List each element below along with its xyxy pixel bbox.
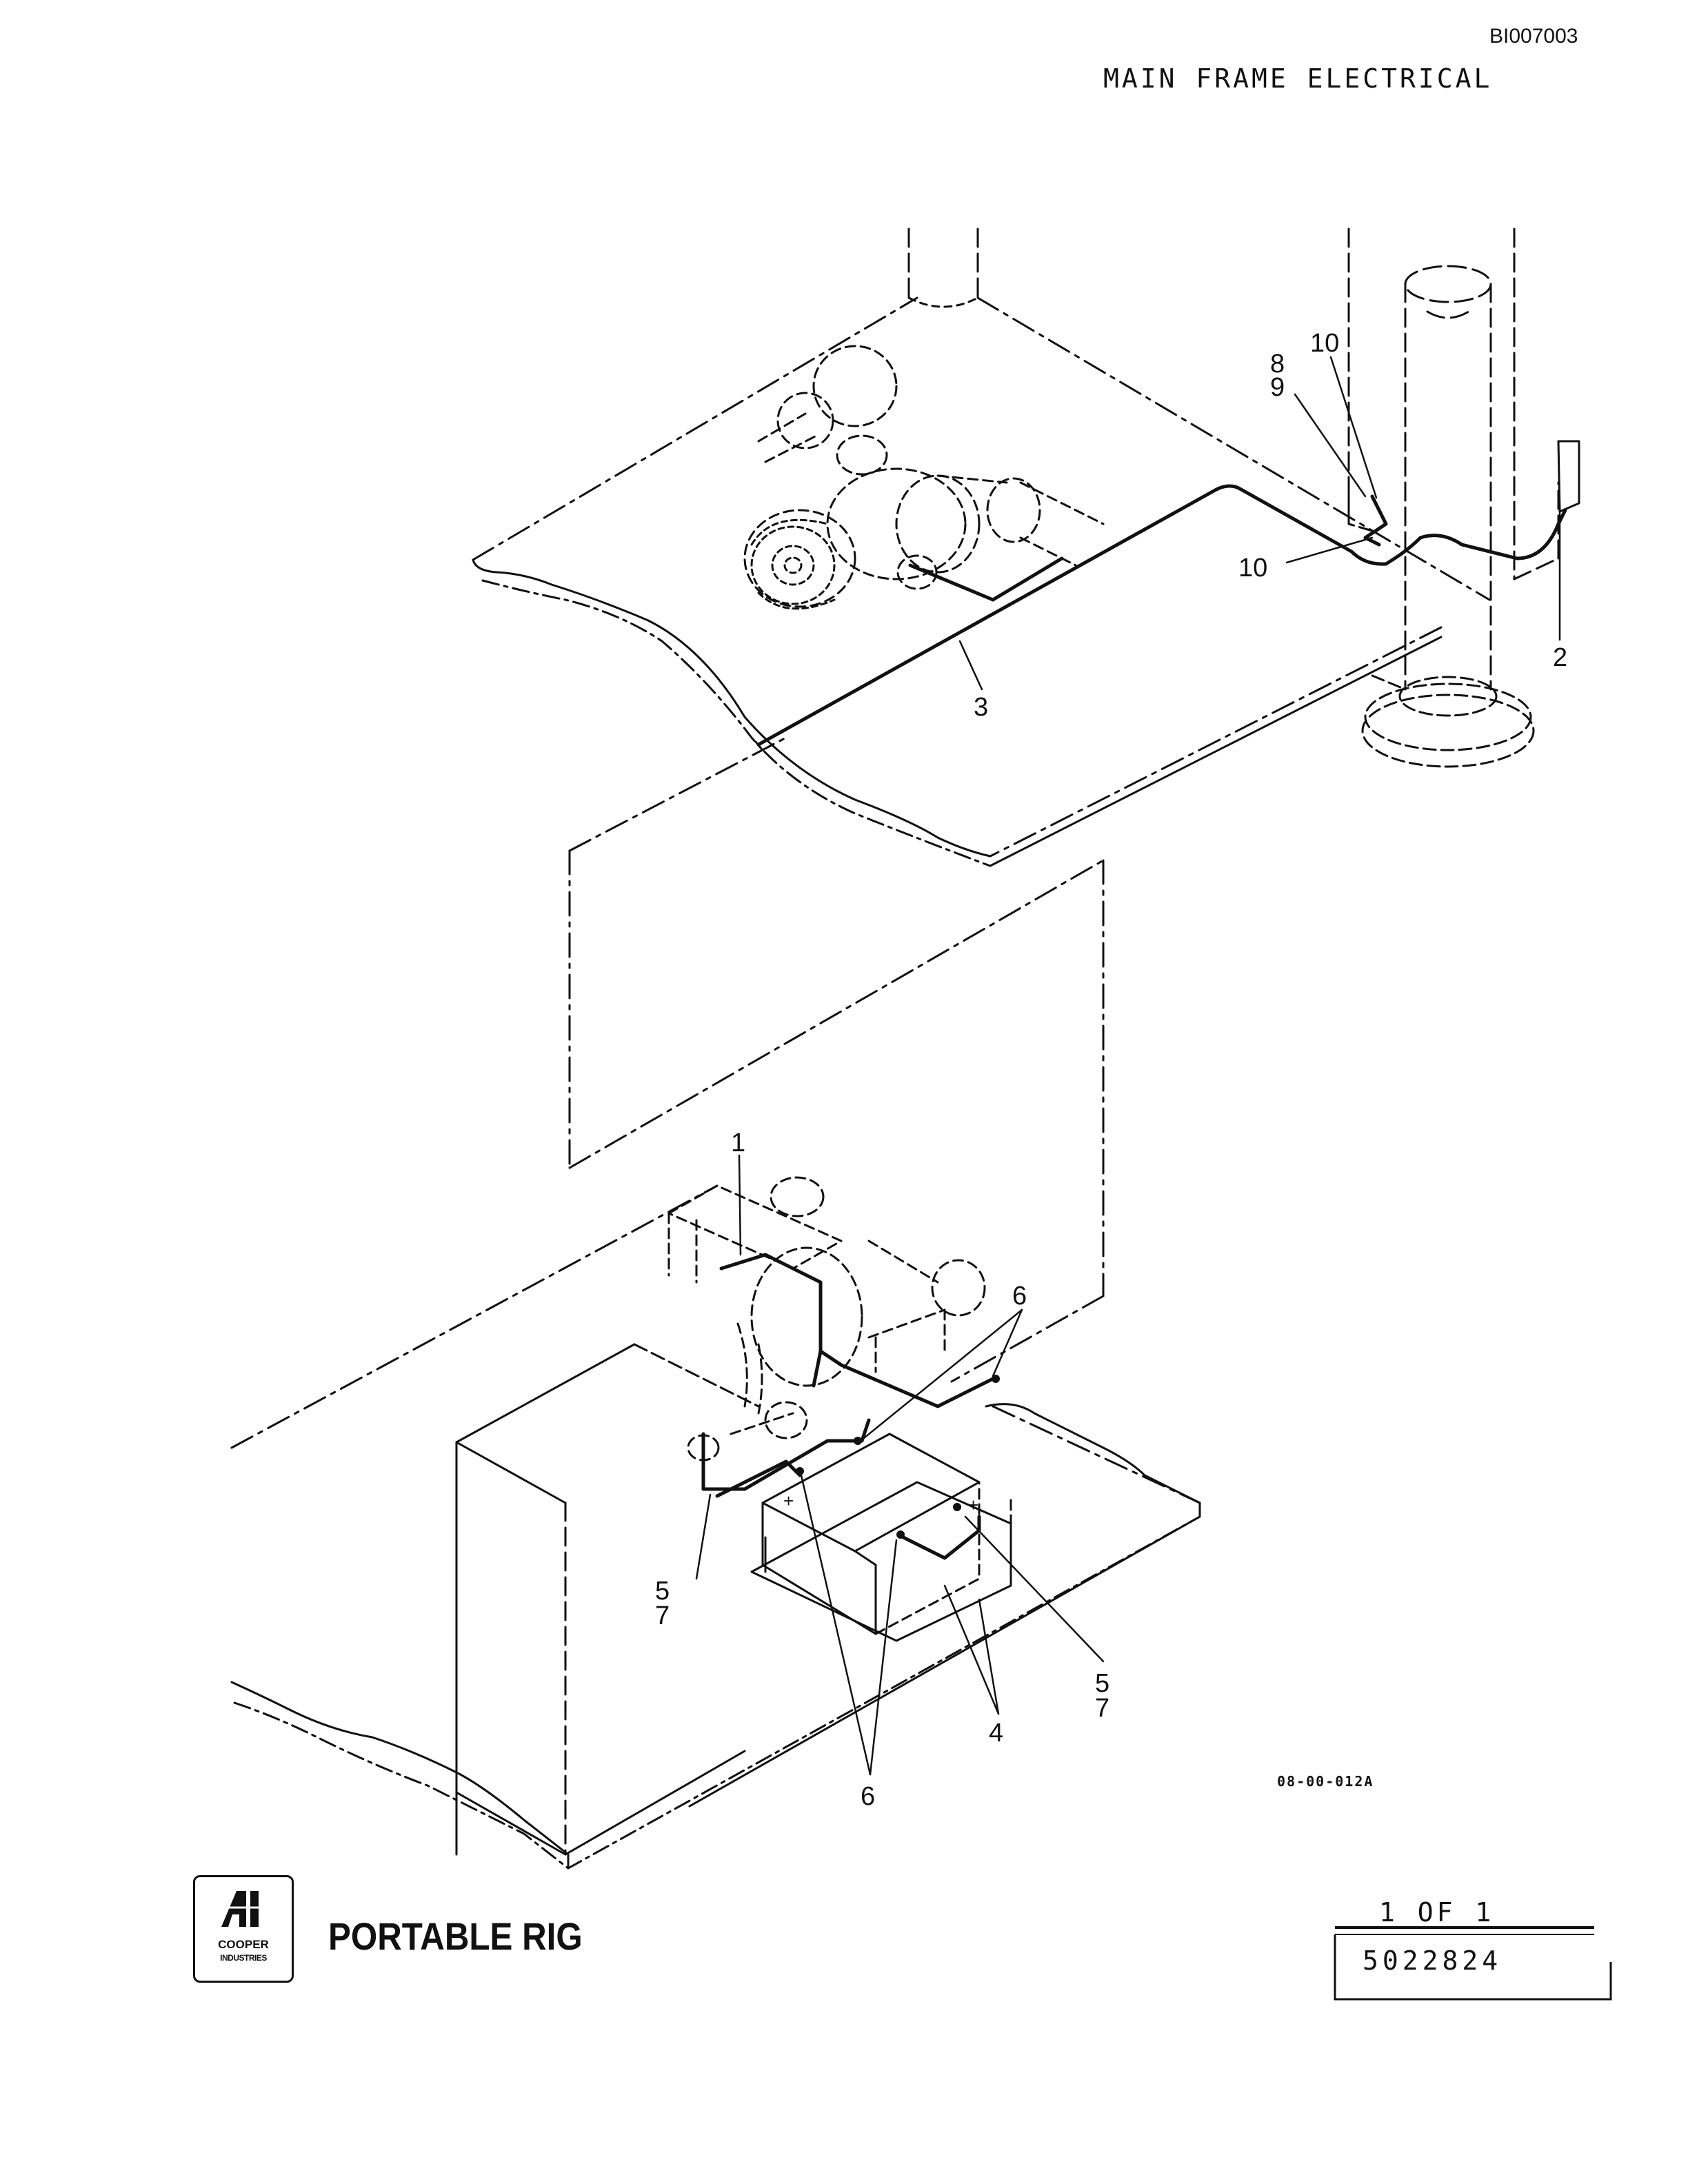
part-number: 5022824 bbox=[1363, 1945, 1503, 1976]
callout-labels: 10 8 9 10 2 3 1 6 5 7 5 7 4 6 + + bbox=[655, 329, 1567, 1811]
callout-5-left: 5 bbox=[655, 1577, 670, 1606]
wire-harness-lower bbox=[701, 1253, 995, 1560]
product-name: PORTABLE RIG bbox=[328, 1914, 583, 1958]
lower-frame-plate bbox=[230, 1184, 1201, 1504]
upper-plate-right-edge bbox=[989, 636, 1443, 867]
callout-1: 1 bbox=[731, 1129, 745, 1157]
right-bracket bbox=[1557, 440, 1580, 513]
callout-9: 9 bbox=[1270, 373, 1285, 402]
lower-plate-front-edge bbox=[230, 1681, 570, 1870]
right-column-base bbox=[1361, 674, 1535, 768]
bracket-vertical-step bbox=[1347, 495, 1374, 532]
callout-3: 3 bbox=[974, 693, 988, 722]
cooper-logo-mark-icon bbox=[221, 1891, 264, 1927]
callout-2: 2 bbox=[1553, 643, 1567, 672]
page-title: MAIN FRAME ELECTRICAL bbox=[1103, 63, 1493, 94]
document-id: BI007003 bbox=[1489, 25, 1578, 48]
upper-frame-plate bbox=[472, 296, 1491, 858]
leader-lines bbox=[695, 356, 1561, 1776]
sheet-count: 1 OF 1 bbox=[1379, 1897, 1495, 1928]
logo-text-industries: INDUSTRIES bbox=[220, 1953, 267, 1963]
logo-text-cooper: COOPER bbox=[218, 1938, 269, 1951]
lower-plate-front-edge-2 bbox=[233, 1515, 1201, 1870]
callout-8: 8 bbox=[1270, 350, 1285, 378]
callout-6-top: 6 bbox=[1012, 1282, 1027, 1311]
wire-harness-upper bbox=[756, 484, 1567, 747]
upper-column bbox=[907, 228, 979, 299]
engine-assembly bbox=[743, 345, 1105, 608]
title-block-lines bbox=[1334, 1926, 1612, 2001]
pulley bbox=[750, 518, 836, 610]
callout-5-right: 5 bbox=[1095, 1669, 1109, 1698]
connector-panel bbox=[568, 736, 1105, 1297]
callout-10-mid: 10 bbox=[1238, 554, 1267, 583]
callout-7-left: 7 bbox=[655, 1601, 670, 1630]
callout-10-top: 10 bbox=[1310, 329, 1339, 358]
upper-plate-front-edge bbox=[472, 558, 992, 858]
right-column bbox=[1404, 265, 1492, 691]
callout-7-right: 7 bbox=[1095, 1694, 1109, 1723]
cabinet-box bbox=[455, 1343, 760, 1856]
callout-6-bottom: 6 bbox=[861, 1782, 875, 1811]
lower-engine bbox=[667, 1176, 986, 1462]
battery-plus-left: + bbox=[783, 1490, 794, 1511]
figure-code: 08-00-012A bbox=[1277, 1773, 1374, 1790]
callout-4: 4 bbox=[989, 1719, 1003, 1748]
lower-plate-right-edge bbox=[688, 1403, 1201, 1808]
terminals bbox=[796, 1375, 1000, 1539]
company-logo: COOPER INDUSTRIES bbox=[193, 1875, 294, 1983]
upper-plate-front-edge-2 bbox=[481, 579, 992, 867]
battery-plus-right: + bbox=[968, 1495, 978, 1515]
battery bbox=[761, 1433, 981, 1635]
